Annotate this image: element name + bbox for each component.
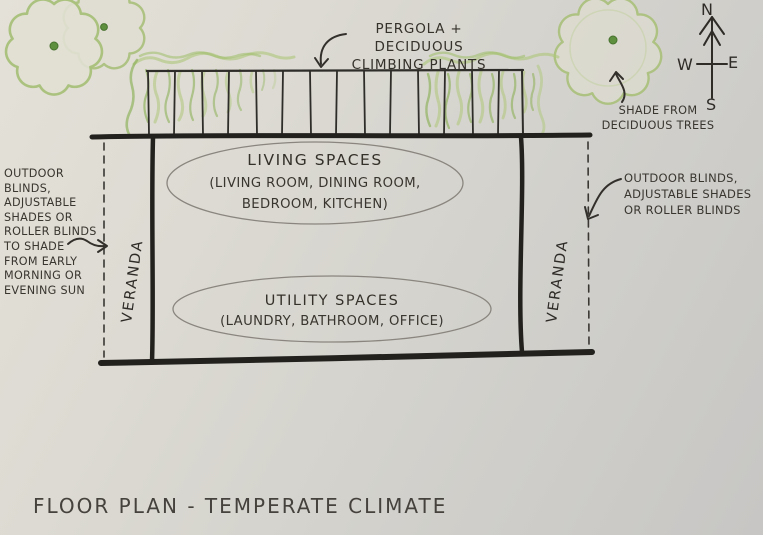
house-walls [89, 132, 595, 366]
page-title: FLOOR PLAN - TEMPERATE CLIMATE [33, 494, 448, 518]
annotation-arrows [67, 33, 626, 253]
utility-spaces-heading: UTILITY SPACES [264, 293, 400, 309]
shade-from-trees-label: SHADE FROM DECIDUOUS TREES [601, 104, 715, 132]
compass-west-label: W [677, 55, 693, 74]
veranda-dashed-lines [103, 141, 590, 358]
left-blinds-annotation: OUTDOOR BLINDS, ADJUSTABLE SHADES OR ROL… [4, 167, 97, 297]
utility-spaces-detail: (LAUNDRY, BATHROOM, OFFICE) [220, 314, 444, 329]
pergola [145, 68, 525, 136]
living-spaces-heading: LIVING SPACES [247, 151, 383, 169]
right-blinds-annotation: OUTDOOR BLINDS, ADJUSTABLE SHADES OR ROL… [624, 171, 752, 217]
compass-south-label: S [706, 95, 717, 114]
pergola-label: PERGOLA + DECIDUOUS CLIMBING PLANTS [351, 21, 487, 73]
living-spaces-detail: (LIVING ROOM, DINING ROOM, BEDROOM, KITC… [209, 176, 421, 212]
room-ovals [166, 141, 492, 343]
tree-top-right-icon [553, 0, 663, 105]
compass-north-label: N [701, 0, 713, 19]
compass-east-label: E [728, 53, 739, 72]
climbing-plants-right [422, 51, 560, 136]
climbing-plants-left [125, 51, 296, 138]
compass-rose-icon [696, 16, 728, 99]
trees-top-left-icon [4, 0, 146, 96]
